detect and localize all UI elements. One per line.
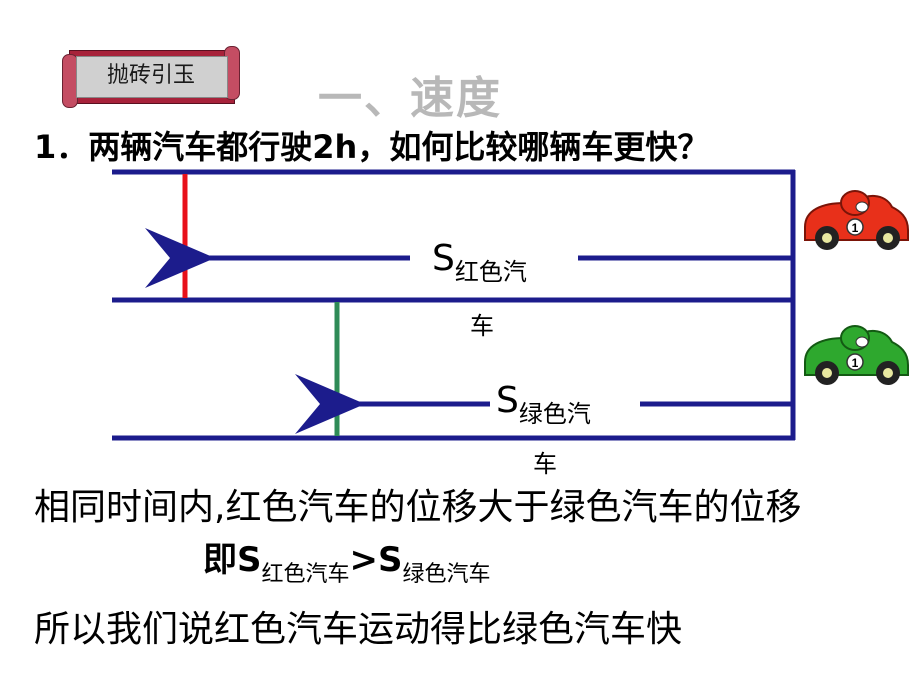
question-text: 1．两辆汽车都行驶2h，如何比较哪辆车更快？ [34, 128, 710, 166]
slide-title: 一、速度 [318, 73, 502, 124]
red-label-wrap: 车 [470, 312, 494, 340]
green-s-symbol: S [496, 380, 519, 421]
red-s-symbol: S [432, 238, 455, 279]
comparison-s1-subscript: 红色汽车 [261, 562, 350, 587]
scroll-badge: 抛砖引玉 [62, 46, 240, 108]
green-car-number: 1 [852, 356, 859, 370]
comparison-prefix: 即 [203, 540, 237, 580]
green-car-icon: 1 [804, 325, 909, 385]
badge-label: 抛砖引玉 [106, 63, 195, 88]
red-car-icon: 1 [804, 190, 909, 250]
red-s-subscript: 红色汽 [454, 258, 527, 286]
comparison-s1: S [237, 540, 262, 580]
comparison-s2-subscript: 绿色汽车 [402, 562, 491, 587]
scroll-plate [76, 56, 228, 98]
comparison-formula: 即S红色汽车>S绿色汽车 [203, 532, 491, 588]
green-displacement-label: S绿色汽 [492, 380, 595, 429]
red-displacement-label: S红色汽 [428, 238, 531, 287]
green-label-wrap: 车 [533, 450, 557, 478]
conclusion-text: 所以我们说红色汽车运动得比绿色汽车快 [34, 609, 683, 650]
statement-text: 相同时间内,红色汽车的位移大于绿色汽车的位移 [34, 487, 802, 528]
comparison-s2: S [378, 540, 403, 580]
green-s-subscript: 绿色汽 [518, 400, 591, 428]
comparison-operator: > [349, 540, 379, 580]
red-car-number: 1 [852, 221, 859, 235]
